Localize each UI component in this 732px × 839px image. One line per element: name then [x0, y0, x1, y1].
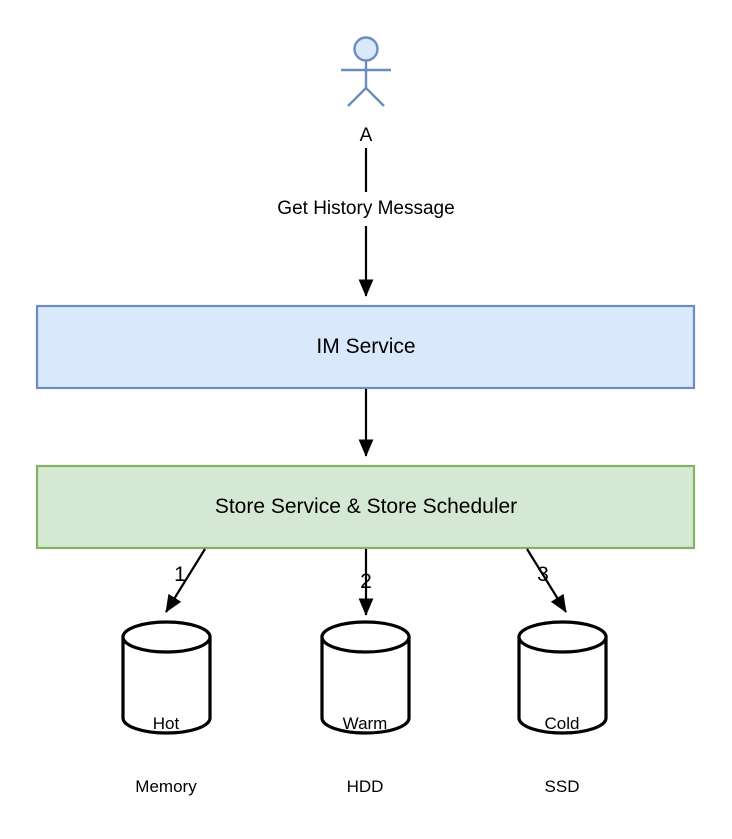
diagram-shapes-layer	[35, 36, 696, 735]
user-actor-icon	[341, 36, 391, 107]
datastore-warm-hdd-shape[interactable]	[320, 620, 411, 735]
datastore-label-hot-memory: Hot Memory	[135, 673, 196, 839]
diagram-canvas: A Get History Message IM Service Store S…	[35, 36, 696, 796]
datastore-label-warm-hdd: Warm HDD	[343, 673, 388, 839]
node-label-im-service: IM Service	[316, 335, 416, 358]
node-store-service-shape[interactable]	[35, 464, 696, 550]
datastore-cold-ssd-shape[interactable]	[517, 620, 608, 735]
actor-label: A	[359, 125, 373, 146]
edge-label-3: 3	[537, 563, 549, 586]
datastore-label-warm-hdd-line2: HDD	[346, 776, 384, 796]
edge-store-service-to-cold-ssd	[526, 548, 567, 613]
datastore-label-warm-hdd-line1: Warm	[342, 714, 388, 734]
edge-store-service-to-hot-memory	[165, 548, 206, 613]
edge-label-get-history-message: Get History Message	[277, 198, 455, 219]
datastore-label-cold-ssd-line2: SSD	[544, 776, 580, 796]
datastore-label-cold-ssd-line1: Cold	[544, 714, 580, 734]
edge-label-1: 1	[174, 563, 186, 586]
edge-label-2: 2	[360, 570, 372, 593]
node-label-store-service: Store Service & Store Scheduler	[214, 495, 518, 518]
datastore-hot-memory-shape[interactable]	[121, 620, 212, 735]
datastore-label-cold-ssd: Cold SSD	[545, 673, 580, 839]
datastore-label-hot-memory-line1: Hot	[152, 714, 180, 734]
datastore-label-hot-memory-line2: Memory	[135, 776, 197, 796]
node-im-service-shape[interactable]	[35, 304, 696, 390]
